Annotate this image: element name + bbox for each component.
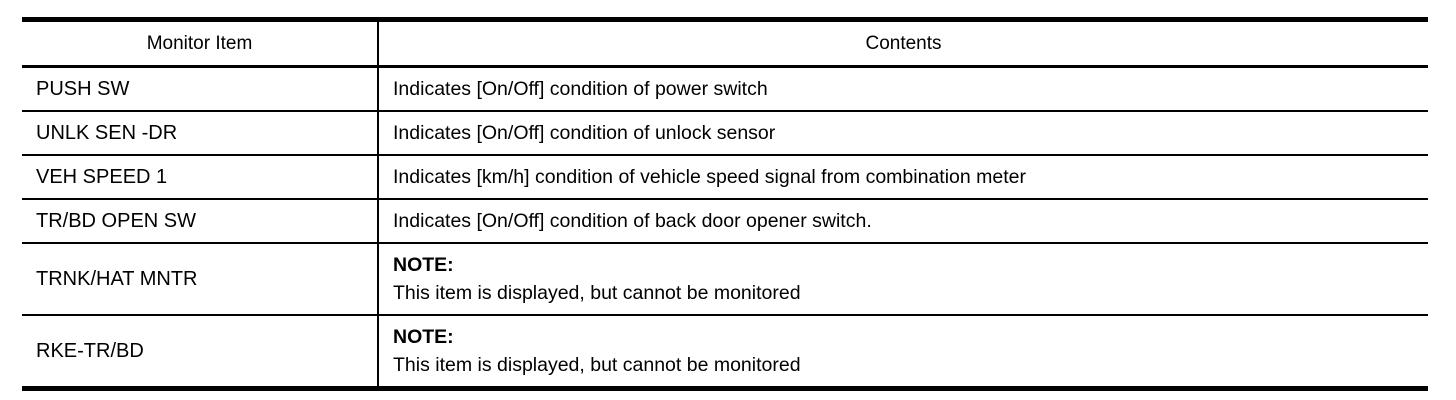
note-body: This item is displayed, but cannot be mo… — [393, 354, 801, 376]
header-row: Monitor Item Contents — [22, 17, 1428, 68]
table-row: PUSH SW Indicates [On/Off] condition of … — [22, 65, 1428, 112]
cell-contents: Indicates [On/Off] condition of back doo… — [378, 198, 1428, 244]
cell-monitor-item: TRNK/HAT MNTR — [22, 242, 379, 316]
cell-monitor-item: VEH SPEED 1 — [22, 154, 379, 200]
cell-contents: Indicates [km/h] condition of vehicle sp… — [378, 154, 1428, 200]
note-block: NOTE: This item is displayed, but cannot… — [393, 251, 1428, 308]
cell-contents: Indicates [On/Off] condition of power sw… — [378, 65, 1428, 112]
table-row: TR/BD OPEN SW Indicates [On/Off] conditi… — [22, 198, 1428, 244]
note-body: This item is displayed, but cannot be mo… — [393, 282, 801, 304]
table-row: TRNK/HAT MNTR NOTE: This item is display… — [22, 242, 1428, 316]
cell-contents: NOTE: This item is displayed, but cannot… — [378, 242, 1428, 316]
note-title: NOTE: — [393, 253, 454, 276]
note-block: NOTE: This item is displayed, but cannot… — [393, 323, 1428, 380]
table-body: PUSH SW Indicates [On/Off] condition of … — [22, 65, 1428, 391]
table-row: VEH SPEED 1 Indicates [km/h] condition o… — [22, 154, 1428, 200]
cell-monitor-item: RKE-TR/BD — [22, 314, 379, 391]
column-header-contents: Contents — [378, 17, 1428, 68]
table-header: Monitor Item Contents — [22, 17, 1428, 68]
table-row: UNLK SEN -DR Indicates [On/Off] conditio… — [22, 110, 1428, 156]
cell-monitor-item: UNLK SEN -DR — [22, 110, 379, 156]
cell-monitor-item: TR/BD OPEN SW — [22, 198, 379, 244]
note-title: NOTE: — [393, 325, 454, 348]
column-header-monitor-item: Monitor Item — [22, 17, 379, 68]
cell-contents: Indicates [On/Off] condition of unlock s… — [378, 110, 1428, 156]
cell-contents: NOTE: This item is displayed, but cannot… — [378, 314, 1428, 391]
table-row: RKE-TR/BD NOTE: This item is displayed, … — [22, 314, 1428, 391]
monitor-item-contents-table: Monitor Item Contents PUSH SW Indicates … — [22, 17, 1428, 391]
cell-monitor-item: PUSH SW — [22, 65, 379, 112]
